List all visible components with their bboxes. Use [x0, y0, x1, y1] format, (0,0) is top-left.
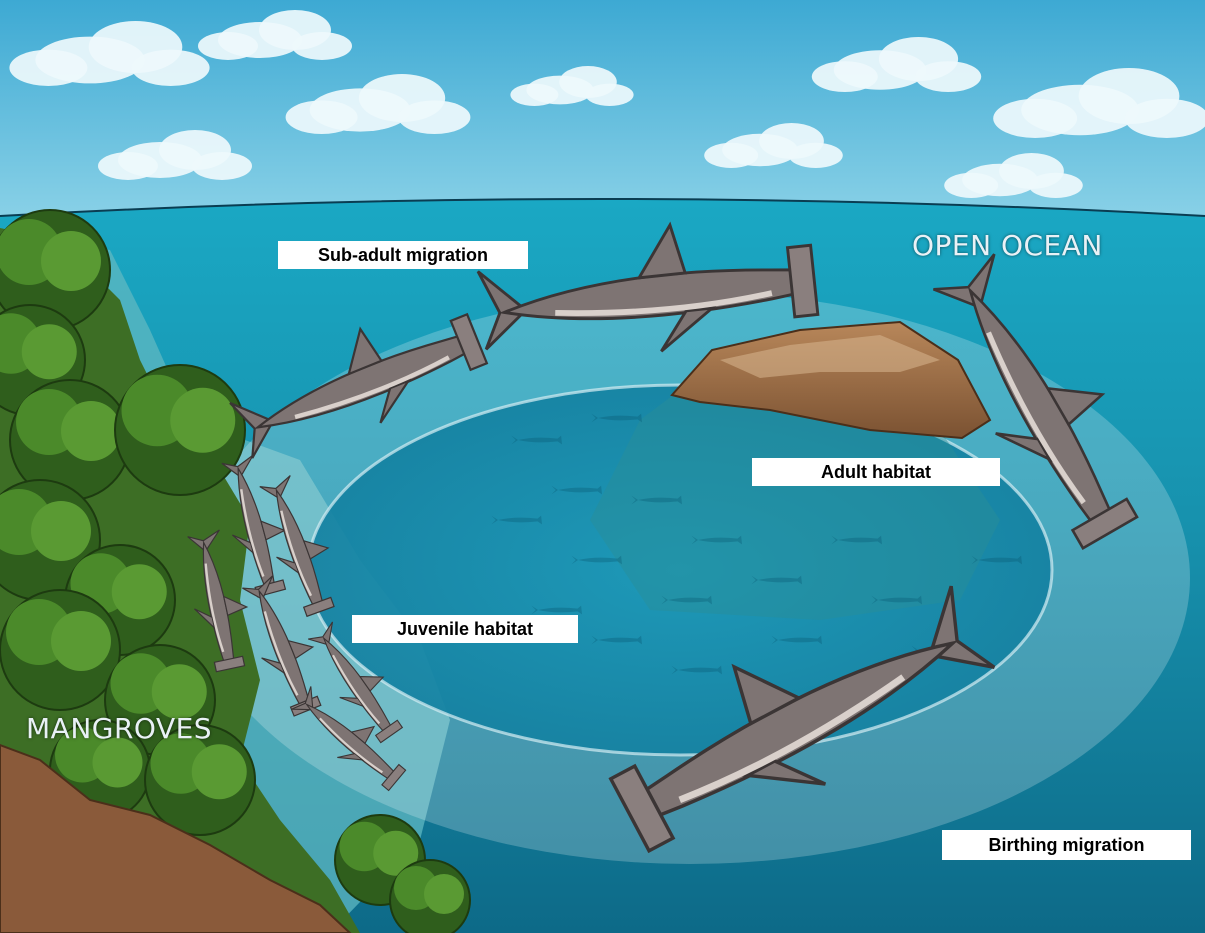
- mangrove-tree-icon: [115, 365, 245, 495]
- mangroves-label: MANGROVES: [26, 712, 212, 745]
- mangrove-tree-icon: [0, 590, 120, 710]
- adult-habitat-label: Adult habitat: [752, 458, 1000, 486]
- birthing-migration-label: Birthing migration: [942, 830, 1191, 860]
- juvenile-habitat-label: Juvenile habitat: [352, 615, 578, 643]
- sub-adult-migration-label: Sub-adult migration: [278, 241, 528, 269]
- open-ocean-label: OPEN OCEAN: [912, 229, 1103, 262]
- mangrove-tree-icon: [390, 860, 470, 933]
